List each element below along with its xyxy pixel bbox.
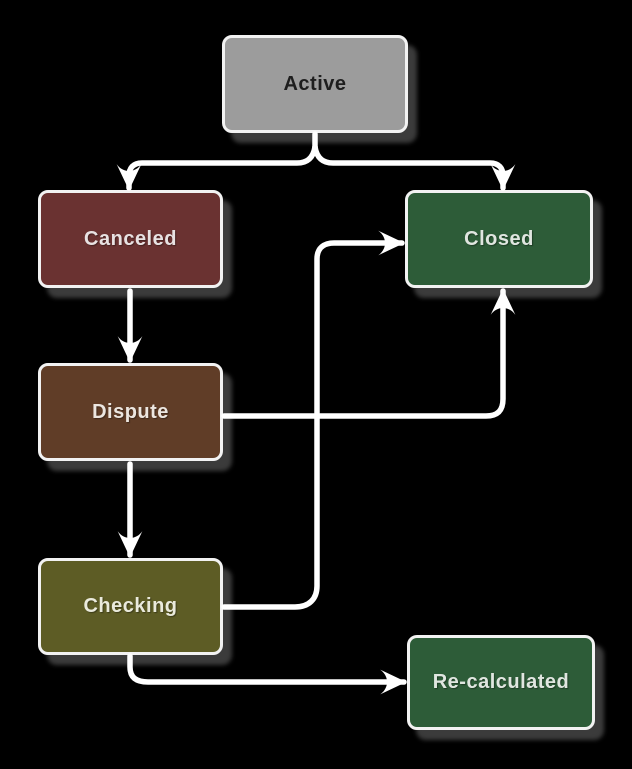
node-canceled-label: Canceled [84, 227, 177, 250]
edge-active-closed [312, 144, 516, 191]
node-recalculated-label: Re-calculated [432, 671, 570, 693]
edge-active-canceled [116, 144, 318, 191]
node-closed: Closed [405, 190, 593, 288]
node-active-label: Active [283, 72, 347, 95]
node-dispute-label: Dispute [92, 400, 169, 423]
node-checking-label: Checking [83, 595, 178, 617]
edge-checking-recalculated [127, 653, 407, 695]
node-checking: Checking [38, 558, 223, 655]
node-active: Active [222, 35, 408, 133]
node-closed-label: Closed [464, 227, 534, 250]
edge-dispute-closed [221, 288, 516, 419]
node-recalculated: Re-calculated [407, 635, 595, 730]
edge-checking-closed [221, 230, 405, 610]
node-canceled: Canceled [38, 190, 223, 288]
node-dispute: Dispute [38, 363, 223, 461]
